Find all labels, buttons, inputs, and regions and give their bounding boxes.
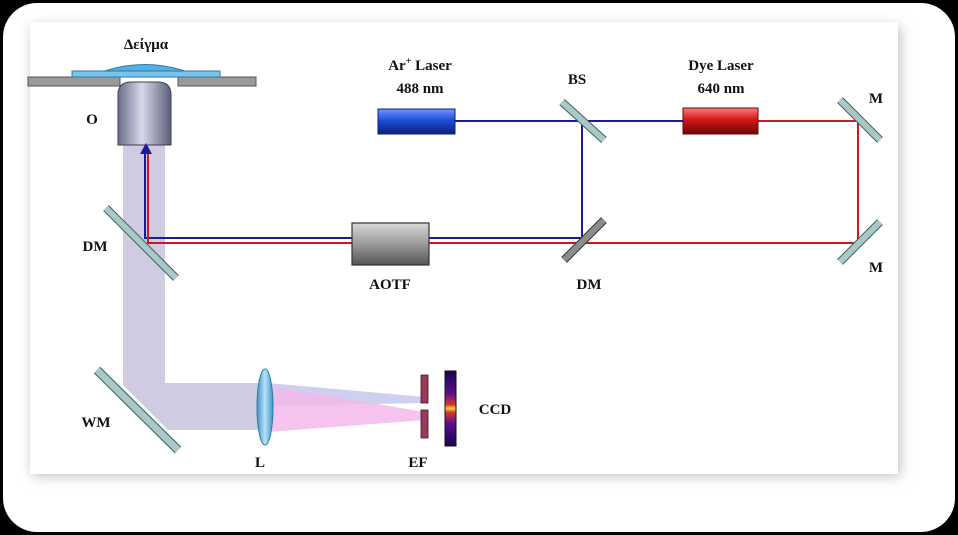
label-dye-laser-wavelength: 640 nm <box>697 81 745 97</box>
label-objective: O <box>86 112 98 128</box>
label-ar-laser: Ar+ Laser <box>388 56 452 74</box>
ccd-sensor <box>444 370 457 447</box>
label-ar-laser-name: Ar <box>388 58 406 74</box>
label-ar-laser-suffix: Laser <box>411 58 452 74</box>
label-ar-laser-wavelength: 488 nm <box>396 81 444 97</box>
label-sample: Δείγμα <box>124 37 169 53</box>
beam-arrowhead <box>140 143 152 154</box>
objective-lens <box>117 81 172 146</box>
mirror-bottom-right <box>837 219 883 265</box>
sample-slide <box>71 70 221 78</box>
label-aotf: AOTF <box>369 277 411 293</box>
label-mirror-bottom: M <box>869 260 883 276</box>
dichroic-mirror-left <box>103 205 179 281</box>
ar-laser <box>377 108 456 135</box>
emission-filter-bottom <box>420 409 429 439</box>
emission-filter-top <box>420 374 429 404</box>
label-dye-laser: Dye Laser <box>688 58 754 74</box>
label-mirror-top: M <box>869 91 883 107</box>
focusing-lens <box>256 368 274 446</box>
label-dichroic-right: DM <box>577 277 602 293</box>
label-ccd: CCD <box>479 402 512 418</box>
label-dichroic-left: DM <box>83 239 108 255</box>
dichroic-mirror-right <box>561 217 607 263</box>
mirror-top-right <box>837 97 883 143</box>
aotf-box <box>351 222 430 266</box>
wide-mirror <box>93 366 182 454</box>
label-wide-mirror: WM <box>81 415 110 431</box>
dye-laser <box>682 107 759 135</box>
label-beam-splitter: BS <box>568 72 586 88</box>
label-lens: L <box>255 455 265 471</box>
label-ar-laser-sup: + <box>406 56 412 67</box>
beam-splitter-bs <box>559 99 607 143</box>
stage-right <box>177 76 257 87</box>
stage-left <box>27 76 121 87</box>
sample-drop <box>104 64 186 72</box>
detection-beam <box>123 145 265 430</box>
label-emission-filter: EF <box>408 455 427 471</box>
fluorescence-cone <box>268 386 425 432</box>
